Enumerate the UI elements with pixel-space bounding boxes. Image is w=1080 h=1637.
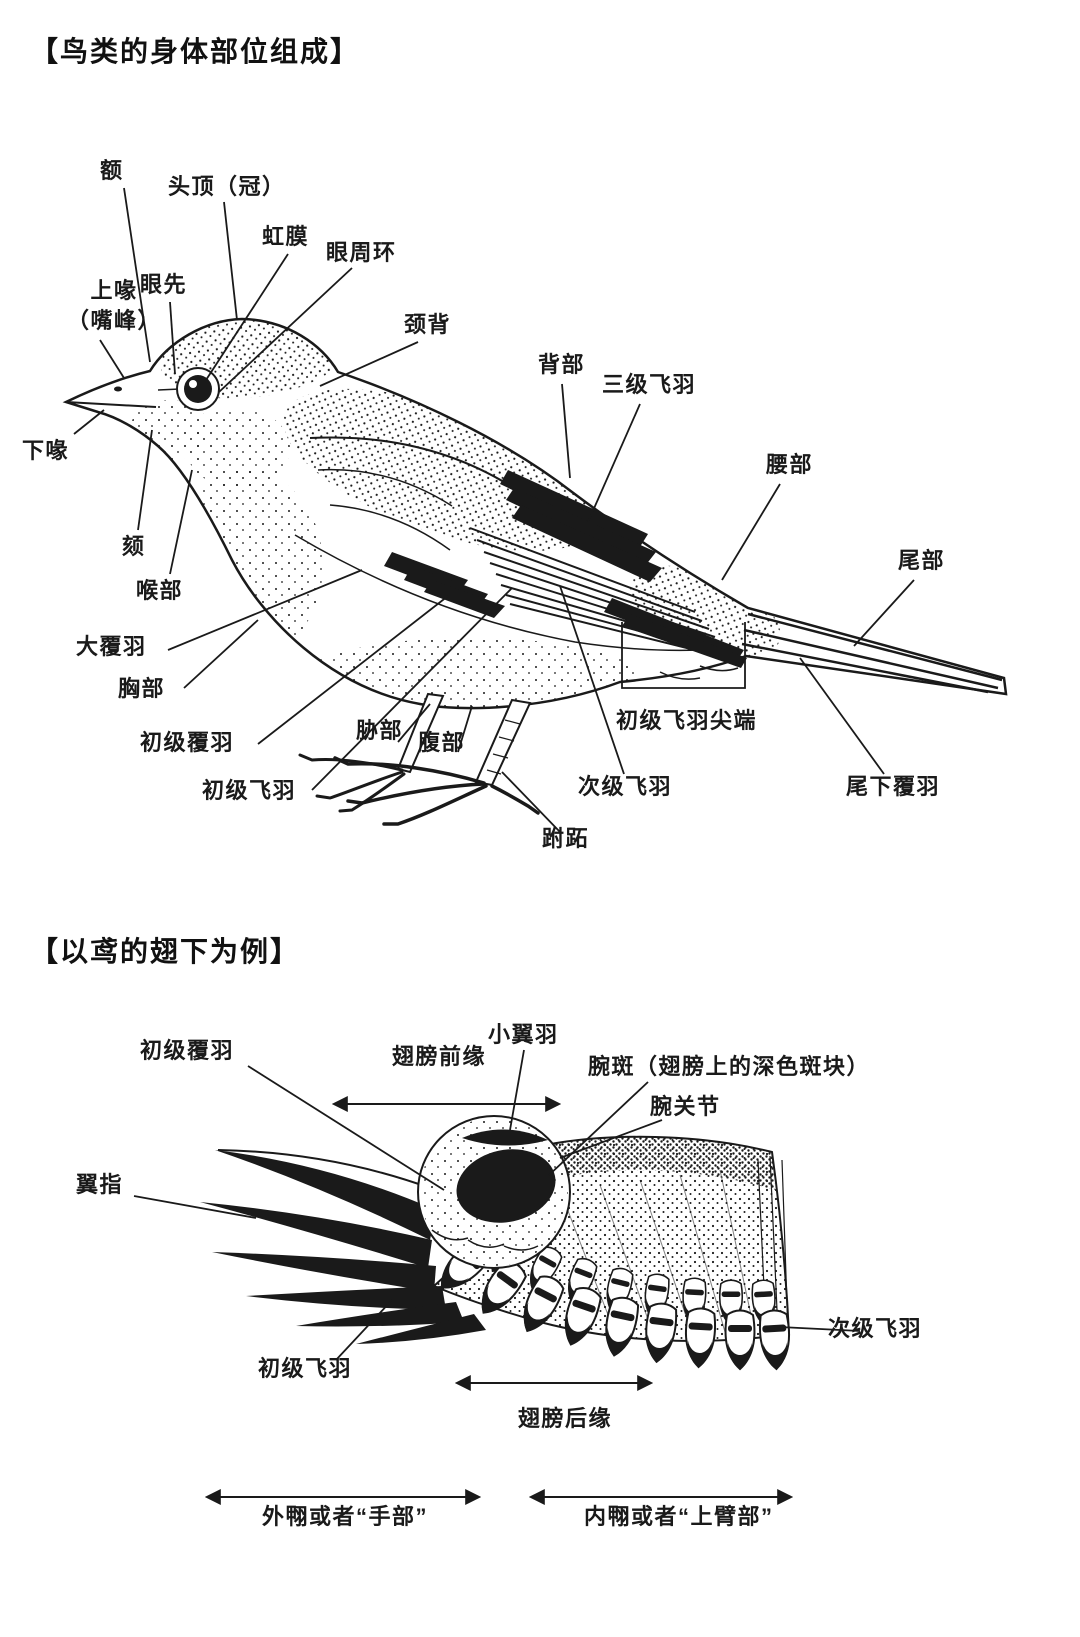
label-undertail-coverts: 尾下覆羽 [846,774,941,799]
legs-and-feet [298,692,540,826]
nostril [114,386,122,392]
leader-line-flank [397,703,431,743]
label-tarsus: 跗跖 [542,826,590,851]
iris [184,375,212,403]
label-greater-coverts: 大覆羽 [76,634,147,659]
carpal-patch [456,1149,556,1223]
label-carpal-patch: 腕斑（翅膀上的深色斑块） [588,1054,871,1079]
leader-line-greater-coverts [167,569,363,651]
leader-line-tarsus [501,771,561,833]
label-nape: 颈背 [404,312,452,337]
label-lores: 眼先 [140,272,188,297]
label-wing-secondaries: 次级飞羽 [828,1316,923,1341]
leader-line-primary-coverts [257,595,449,745]
leader-line-iris [205,253,289,381]
leading-edge-dark-band [540,1136,775,1190]
leader-line-undertail-coverts [799,657,885,775]
leader-line-wing-fingers [133,1195,257,1219]
leader-line-alula [509,1049,525,1131]
leader-line-rump [721,483,781,581]
label-carpal-joint: 腕关节 [650,1094,721,1119]
eye-highlight [189,380,197,388]
leader-line-breast [183,619,259,689]
label-inner-wing: 内翈或者“上臂部” [584,1504,774,1529]
label-tail: 尾部 [898,548,946,573]
leader-line-chin [137,429,153,531]
label-iris: 虹膜 [262,224,310,249]
label-tertials: 三级飞羽 [602,372,697,397]
label-primary-tips: 初级飞羽尖端 [616,708,758,733]
leader-lines-top [73,187,915,833]
leader-lines-bottom [133,1049,861,1361]
label-wing-primary-coverts: 初级覆羽 [140,1038,235,1063]
leader-line-tertials [587,403,641,523]
leader-line-belly [457,705,473,753]
folded-wing [294,436,747,668]
leader-line-eye-ring [218,267,353,393]
label-eye-ring: 眼周环 [326,240,397,265]
label-breast: 胸部 [118,676,166,701]
label-throat: 喉部 [136,578,184,603]
leader-line-primary-coverts-wing [247,1065,445,1191]
label-lower-beak: 下喙 [22,438,70,463]
section-title-underwing: 【以鸢的翅下为例】 [30,936,301,967]
underwing-illustration [200,1115,792,1371]
label-rump: 腰部 [766,452,814,477]
label-wing-primaries: 初级飞羽 [258,1356,353,1381]
label-crown: 头顶（冠） [168,174,286,199]
label-primaries: 初级飞羽 [202,778,297,803]
label-trailing-edge: 翅膀后缘 [518,1406,613,1431]
label-wing-fingers: 翼指 [76,1172,124,1197]
leader-line-carpal-patch [547,1081,649,1177]
label-primary-coverts: 初级覆羽 [140,730,235,755]
measure-arrows [204,1096,794,1505]
leader-line-tail [853,579,915,647]
carpal-area [417,1115,571,1269]
leader-line-throat [169,469,193,575]
primary-tips [604,598,747,668]
leader-line-carpal-joint [559,1119,663,1159]
leader-line-secondaries-wing [779,1326,861,1332]
label-forehead: 额 [100,158,124,183]
label-flank: 胁部 [356,718,404,743]
label-chin: 颏 [122,534,146,559]
eye [176,367,220,411]
tertials [500,470,662,582]
label-leading-edge: 翅膀前缘 [392,1044,487,1069]
label-belly: 腹部 [418,730,466,755]
label-outer-wing: 外翈或者“手部” [262,1504,429,1529]
leader-line-crown [223,201,238,321]
label-upper-beak: 上喙 （嘴峰） [66,278,161,333]
undertail-coverts [659,665,739,680]
leader-line-upper-beak [99,339,125,379]
label-secondaries: 次级飞羽 [578,774,673,799]
toes [333,756,540,826]
hand-leading-edge [217,1149,431,1189]
leader-line-primaries [311,587,513,791]
bracket-primary-tips [621,622,746,689]
wing-finger-feathers [200,1150,486,1344]
greater-coverts [384,552,505,618]
label-alula: 小翼羽 [488,1022,559,1047]
leader-line-forehead [123,187,151,363]
alula [462,1129,548,1146]
tail-feathers [741,612,1003,694]
section-title-body-parts: 【鸟类的身体部位组成】 [30,36,361,67]
leader-line-primaries-wing [335,1299,393,1361]
label-back: 背部 [538,352,586,377]
leader-line-lores [169,301,176,375]
leader-line-nape [319,341,419,387]
leader-line-back [561,383,571,479]
leader-line-secondaries [559,585,625,775]
leader-line-lower-beak [73,409,105,435]
